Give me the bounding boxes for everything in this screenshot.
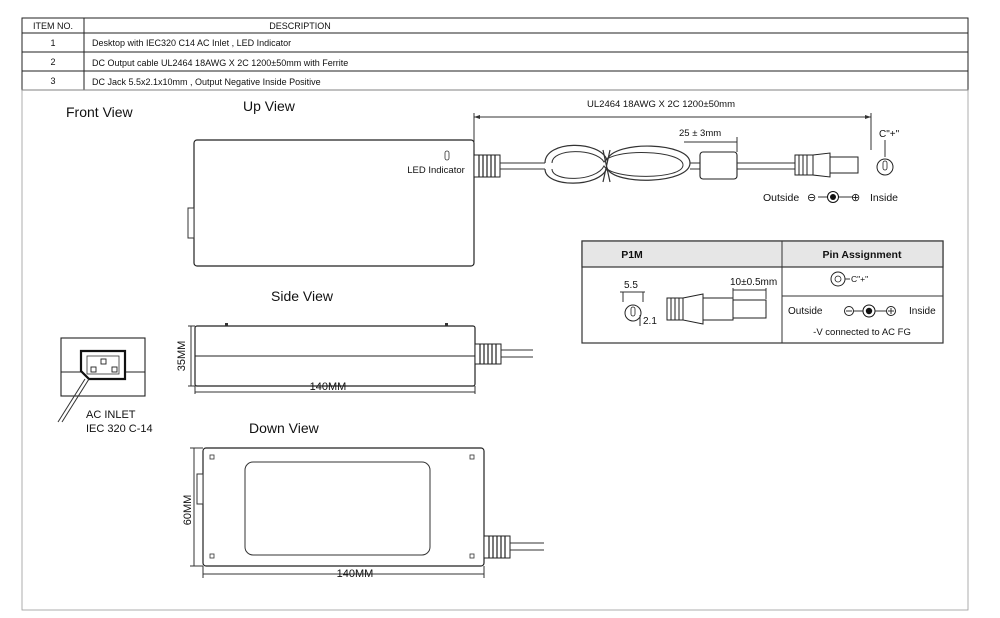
pin-col-p1m: P1M bbox=[621, 249, 643, 261]
dim-140mm-down: 140MM bbox=[337, 568, 374, 580]
up-view-title: Up View bbox=[243, 98, 296, 114]
row-2-desc: DC Output cable UL2464 18AWG X 2C 1200±5… bbox=[92, 58, 348, 68]
pin-cplus-label: C"+" bbox=[851, 274, 868, 284]
pin-note: -V connected to AC FG bbox=[813, 327, 911, 338]
pin-assignment-table: P1M Pin Assignment 5.5 2.1 10±0.5mm C"+"… bbox=[581, 240, 944, 344]
row-1-desc: Desktop with IEC320 C14 AC Inlet , LED I… bbox=[92, 38, 291, 48]
side-view-drawing: 35MM 140MM bbox=[176, 323, 533, 394]
row-1-no: 1 bbox=[50, 38, 55, 48]
row-3-no: 3 bbox=[50, 76, 55, 86]
polarity-outside: Outside bbox=[763, 192, 799, 204]
front-view-title: Front View bbox=[66, 104, 134, 120]
front-view-drawing: AC INLET IEC 320 C-14 bbox=[57, 337, 153, 435]
label-area bbox=[244, 461, 431, 556]
led-icon bbox=[444, 150, 450, 161]
header-description: DESCRIPTION bbox=[269, 21, 331, 31]
down-view-drawing: 60MM 140MM bbox=[182, 447, 544, 580]
dim-60mm: 60MM bbox=[182, 495, 194, 526]
dim-2-1: 2.1 bbox=[643, 316, 657, 327]
inlet-label-2: IEC 320 C-14 bbox=[86, 423, 153, 435]
ferrite-dimension: 25 ± 3mm bbox=[679, 128, 721, 139]
row-2-no: 2 bbox=[50, 57, 55, 67]
polarity-minus-icon: ⊖ bbox=[807, 192, 816, 204]
pin-col-assignment: Pin Assignment bbox=[823, 249, 902, 261]
polarity-plus-icon: ⊕ bbox=[851, 192, 860, 204]
dim-5-5: 5.5 bbox=[624, 280, 638, 291]
down-view-title: Down View bbox=[249, 420, 320, 436]
ferrite-core bbox=[699, 151, 738, 180]
led-label: LED Indicator bbox=[407, 165, 465, 176]
dim-35mm: 35MM bbox=[176, 341, 188, 372]
inlet-label-1: AC INLET bbox=[86, 409, 136, 421]
polarity-inside: Inside bbox=[870, 192, 898, 204]
dim-140mm-side: 140MM bbox=[310, 381, 347, 393]
row-3-desc: DC Jack 5.5x2.1x10mm , Output Negative I… bbox=[92, 77, 321, 87]
side-view-title: Side View bbox=[271, 288, 334, 304]
header-item-no: ITEM NO. bbox=[33, 21, 73, 31]
cplus-label: C"+" bbox=[879, 129, 900, 140]
pin-inside: Inside bbox=[909, 306, 936, 317]
dim-10mm: 10±0.5mm bbox=[730, 277, 777, 288]
drawing-frame bbox=[21, 89, 969, 611]
cable-length-dimension: UL2464 18AWG X 2C 1200±50mm bbox=[587, 99, 735, 110]
description-table: ITEM NO. DESCRIPTION 1 Desktop with IEC3… bbox=[21, 17, 969, 91]
pin-outside: Outside bbox=[788, 306, 823, 317]
up-view-drawing: LED Indicator C"+" bbox=[187, 99, 900, 267]
